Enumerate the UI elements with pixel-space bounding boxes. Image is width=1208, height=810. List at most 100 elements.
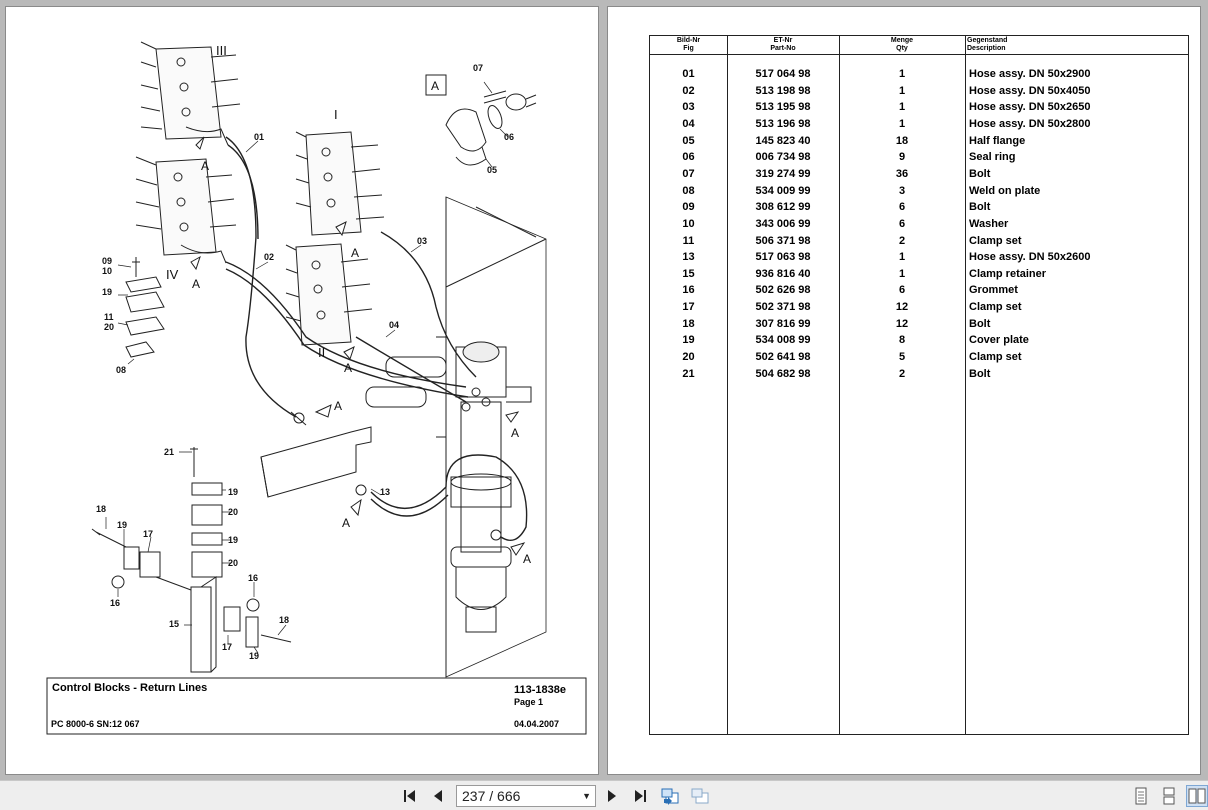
view-a-label: A — [201, 159, 209, 173]
cell-qty: 1 — [898, 101, 906, 114]
cell-qty: 8 — [898, 334, 906, 347]
view-a-label: A — [192, 277, 200, 291]
frame-structure — [365, 196, 547, 678]
cell-qty: 6 — [898, 201, 906, 214]
cell-fig: 02 — [682, 84, 695, 97]
callout-18: 18 — [279, 615, 289, 625]
cell-qty: 36 — [895, 167, 909, 180]
cell-fig: 19 — [682, 334, 695, 347]
cell-description: Washer — [969, 217, 1009, 230]
view-a-label: A — [344, 361, 352, 375]
callout-20: 20 — [104, 322, 114, 332]
cell-qty: 12 — [895, 301, 909, 314]
title-block — [46, 677, 587, 735]
forward-view-icon — [691, 788, 709, 804]
cell-description: Clamp set — [969, 234, 1022, 247]
callout-19: 19 — [117, 520, 127, 530]
last-page-button[interactable] — [628, 785, 652, 807]
viewer-toolbar: 237 / 666 ▼ — [0, 780, 1208, 810]
callout-20: 20 — [228, 558, 238, 568]
go-back-view-button[interactable] — [658, 785, 682, 807]
cell-part-no: 517 064 98 — [755, 68, 811, 80]
drawing-page: III I II IV A A A A A A A A A 01 02 03 0… — [5, 6, 599, 775]
cell-qty: 5 — [898, 351, 906, 364]
cell-description: Half flange — [969, 134, 1026, 147]
cell-description: Bolt — [969, 317, 991, 330]
facing-view-button[interactable] — [1186, 785, 1208, 807]
first-page-button[interactable] — [398, 785, 422, 807]
cell-description: Seal ring — [969, 151, 1016, 164]
valve-block-i — [295, 131, 385, 236]
cell-description: Clamp retainer — [969, 267, 1047, 280]
cover-plate — [260, 426, 372, 498]
cell-part-no: 534 008 99 — [755, 334, 811, 347]
cell-description: Clamp set — [969, 351, 1022, 364]
next-page-button[interactable] — [600, 785, 624, 807]
back-view-icon — [661, 788, 679, 805]
callout-08: 08 — [116, 365, 126, 375]
callout-07: 07 — [473, 63, 483, 73]
cell-description: Hose assy. DN 50x4050 — [969, 84, 1091, 97]
cell-fig: 01 — [682, 68, 695, 80]
view-a-label: A — [523, 552, 531, 566]
cell-fig: 07 — [682, 167, 695, 180]
cell-qty: 3 — [898, 184, 906, 197]
single-page-icon — [1135, 787, 1147, 805]
cell-part-no: 308 612 99 — [755, 201, 811, 214]
cell-fig: 04 — [682, 117, 695, 130]
cell-part-no: 504 682 98 — [755, 367, 811, 380]
single-page-view-button[interactable] — [1130, 785, 1152, 807]
clamp-detail-upper — [125, 257, 165, 358]
previous-page-button[interactable] — [426, 785, 450, 807]
cell-part-no: 502 626 98 — [755, 284, 811, 297]
view-a-label: A — [342, 516, 350, 530]
callout-04: 04 — [389, 320, 399, 330]
cell-fig: 08 — [682, 184, 695, 197]
callout-06: 06 — [504, 132, 514, 142]
drawing-title: Control Blocks - Return Lines — [52, 682, 208, 694]
cell-fig: 13 — [682, 251, 695, 264]
go-forward-view-button[interactable] — [688, 785, 712, 807]
cell-part-no: 506 371 98 — [755, 234, 811, 247]
header-qty: Menge Qty — [839, 37, 965, 53]
continuous-view-button[interactable] — [1158, 785, 1180, 807]
parts-list-page: Bild-Nr Fig ET-Nr Part-No Menge Qty Gege… — [607, 6, 1201, 775]
cell-description: Bolt — [969, 367, 991, 380]
view-a-label: A — [511, 426, 519, 440]
cell-qty: 1 — [898, 84, 906, 97]
callout-05: 05 — [487, 165, 497, 175]
callout-roman-iii: III — [216, 43, 227, 58]
cell-part-no: 936 816 40 — [755, 267, 811, 280]
cell-fig: 03 — [682, 101, 695, 114]
first-page-icon — [404, 790, 415, 802]
cell-fig: 10 — [682, 217, 695, 230]
cell-fig: 20 — [682, 351, 695, 364]
callout-roman-iv: IV — [166, 267, 179, 282]
callout-17: 17 — [143, 529, 153, 539]
cell-part-no: 534 009 99 — [755, 184, 811, 197]
header-description: Gegenstand Description — [967, 37, 1187, 53]
page-label: Page 1 — [514, 697, 544, 707]
cell-qty: 6 — [898, 217, 906, 230]
view-a-label: A — [334, 399, 342, 413]
callout-01: 01 — [254, 132, 264, 142]
column-divider — [839, 36, 840, 734]
callout-15: 15 — [169, 619, 179, 629]
exploded-view-drawing: III I II IV A A A A A A A A A 01 02 03 0… — [46, 41, 587, 735]
cell-fig: 05 — [682, 134, 695, 147]
callout-19: 19 — [102, 287, 112, 297]
page-select[interactable]: 237 / 666 ▼ — [456, 785, 596, 807]
cell-description: Bolt — [969, 167, 991, 180]
header-fig-de: Bild-Nr — [676, 37, 701, 44]
column-divider — [727, 36, 728, 734]
cell-fig: 17 — [682, 301, 695, 314]
header-qty-de: Menge — [890, 37, 914, 44]
